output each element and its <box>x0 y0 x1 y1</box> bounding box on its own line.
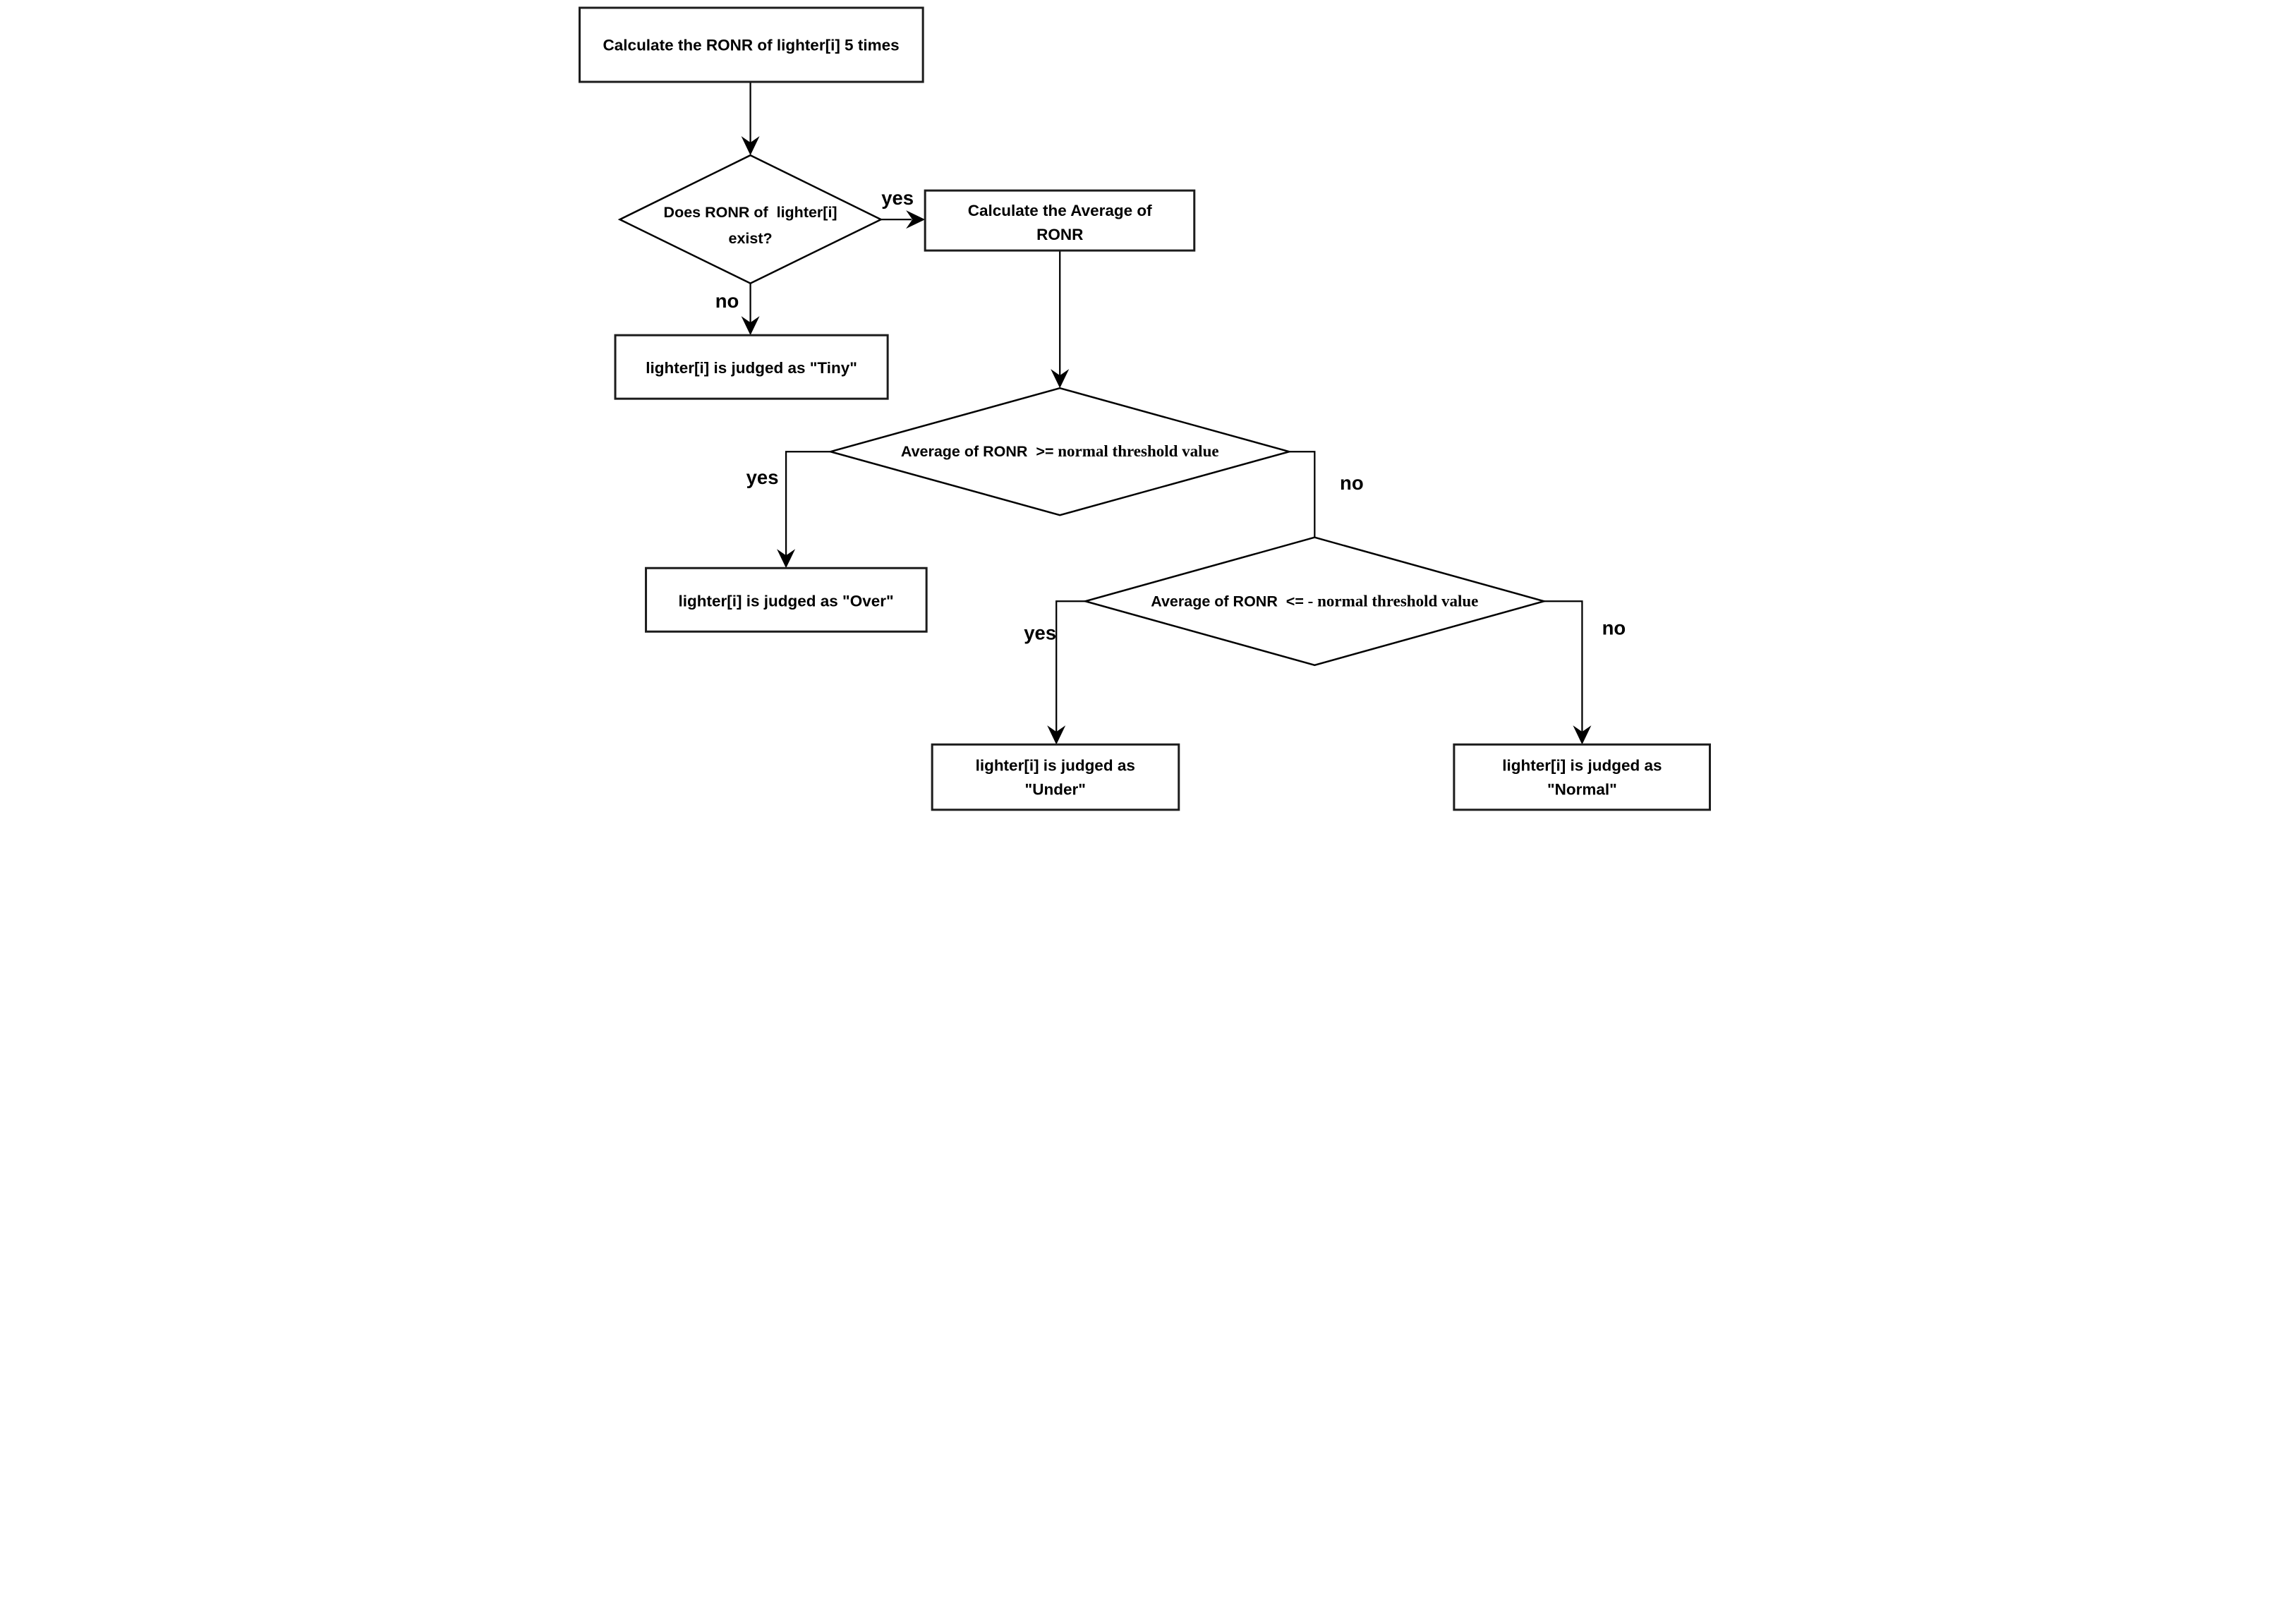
label-ge-yes: yes <box>746 466 779 488</box>
branch-labels: yes no yes no yes no <box>715 187 1626 643</box>
node-judged-tiny <box>614 334 889 400</box>
avg-le-serif-part: - normal threshold value <box>1304 592 1478 610</box>
node-judged-under <box>931 743 1180 811</box>
edge-ge-no <box>1289 451 1316 538</box>
node-judged-over-label: lighter[i] is judged as "Over" <box>679 592 894 610</box>
label-ge-no: no <box>1340 472 1364 494</box>
arrowhead-down-icon <box>1047 725 1066 745</box>
flowchart-canvas: Calculate the RONR of lighter[i] 5 times… <box>579 6 1711 811</box>
label-le-yes: yes <box>1024 622 1056 643</box>
node-ronr-exists <box>617 154 883 285</box>
arrowhead-down-icon <box>741 316 760 336</box>
edge-le-no <box>1544 600 1583 732</box>
arrowhead-down-icon <box>777 549 796 569</box>
flowchart: Calculate the RONR of lighter[i] 5 times… <box>570 0 1711 812</box>
node-avg-le-neg-threshold-label: Average of RONR <= - normal threshold va… <box>1151 592 1478 610</box>
node-judged-normal-label-line2: "Normal" <box>1547 780 1617 798</box>
node-avg-ge-threshold <box>827 387 1293 516</box>
avg-le-sans-part: Average of RONR <= <box>1151 593 1304 610</box>
arrowhead-down-icon <box>741 136 760 156</box>
label-exists-yes: yes <box>881 187 914 209</box>
avg-ge-serif-part: normal threshold value <box>1054 442 1219 460</box>
node-calc-average-label-line2: RONR <box>1036 226 1083 243</box>
node-calc-average-label-line1: Calculate the Average of <box>968 202 1152 219</box>
node-avg-le-neg-threshold <box>1082 536 1548 667</box>
node-ronr-exists-label-line1: Does RONR of lighter[i] <box>664 204 837 221</box>
decision-nodes: Does RONR of lighter[i] exist? Average o… <box>617 154 1548 667</box>
node-calc-ronr-label: Calculate the RONR of lighter[i] 5 times <box>603 37 900 54</box>
label-le-no: no <box>1602 617 1626 638</box>
edge-le-yes <box>1055 600 1086 732</box>
node-judged-normal-label-line1: lighter[i] is judged as <box>1502 756 1662 774</box>
process-nodes: Calculate the RONR of lighter[i] 5 times… <box>579 6 1711 811</box>
node-judged-over <box>645 566 928 633</box>
node-judged-normal <box>1453 743 1711 811</box>
node-judged-under-label-line2: "Under" <box>1025 780 1086 798</box>
node-avg-ge-threshold-label: Average of RONR >= normal threshold valu… <box>901 442 1219 460</box>
node-ronr-exists-label-line2: exist? <box>729 230 773 247</box>
arrowhead-right-icon <box>906 210 926 229</box>
arrowhead-down-icon <box>1051 369 1070 389</box>
connectors <box>741 82 1592 745</box>
node-calc-average <box>924 189 1196 252</box>
edge-ge-yes <box>785 451 831 556</box>
arrowhead-down-icon <box>1573 725 1592 745</box>
node-judged-tiny-label: lighter[i] is judged as "Tiny" <box>646 359 857 377</box>
node-calc-ronr <box>579 6 924 83</box>
avg-ge-sans-part: Average of RONR >= <box>901 443 1054 460</box>
node-judged-under-label-line1: lighter[i] is judged as <box>976 756 1135 774</box>
label-exists-no: no <box>715 290 739 312</box>
